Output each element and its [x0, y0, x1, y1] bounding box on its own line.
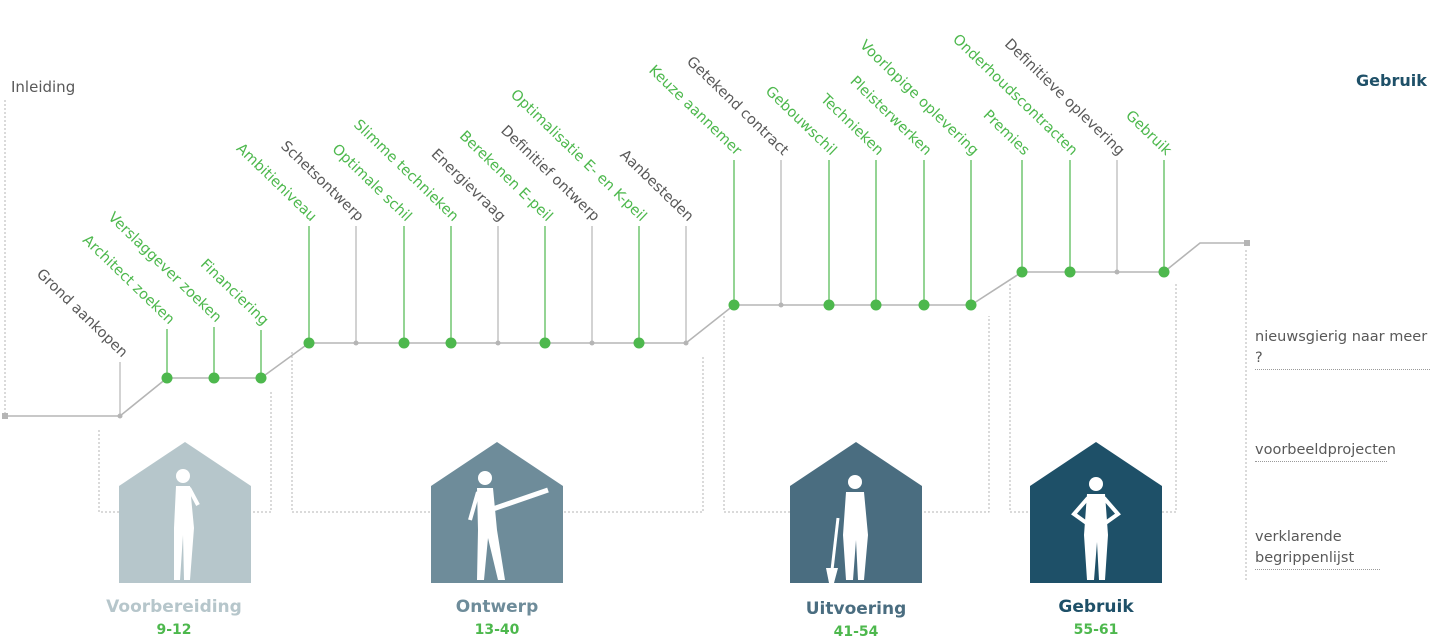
phase-pages-uitvoering: 41-54	[833, 624, 879, 640]
link-begrippenlijst[interactable]: verklarende begrippenlijst	[1255, 527, 1380, 570]
milestone-dot	[683, 340, 689, 346]
milestone-dot	[1064, 266, 1076, 278]
milestone-dot	[208, 372, 220, 384]
phase-houses	[119, 442, 1162, 583]
timeline-end-cap	[1244, 240, 1250, 246]
milestone-dot	[918, 299, 930, 311]
intro-label[interactable]: Inleiding	[11, 78, 76, 96]
milestone-label[interactable]: Pleisterwerken	[847, 73, 935, 159]
phase-pages-ontwerp: 13-40	[474, 622, 520, 638]
phase-name-voorbereiding[interactable]: Voorbereiding	[106, 597, 242, 617]
milestone-label[interactable]: Gebruik	[1122, 108, 1175, 159]
milestone-label[interactable]: Ambitieniveau	[233, 141, 319, 225]
milestone-dot	[1158, 266, 1170, 278]
milestone-dot	[1016, 266, 1028, 278]
milestone-label[interactable]: Grond aankopen	[33, 266, 130, 361]
house-shape-ontwerp	[431, 442, 563, 583]
link-voorbeeldprojecten[interactable]: voorbeeldprojecten	[1255, 440, 1396, 462]
header-right-title: Gebruik	[1356, 71, 1427, 90]
milestone-dot	[495, 340, 501, 346]
milestone-dot	[398, 337, 410, 349]
milestone-dot	[161, 372, 173, 384]
house-gebruik[interactable]	[1030, 442, 1162, 583]
link-nieuwsgierig[interactable]: nieuwsgierig naar meer ?	[1255, 327, 1430, 370]
house-uitvoering[interactable]	[790, 442, 922, 583]
milestone-dot	[633, 337, 645, 349]
phase-pages-voorbereiding: 9-12	[156, 622, 192, 638]
timeline-start-cap	[2, 413, 8, 419]
milestone-label[interactable]: Schetsontwerp	[277, 138, 366, 225]
milestone-dot	[445, 337, 457, 349]
surveyor-person-icon	[468, 471, 549, 580]
milestone-dot	[303, 337, 315, 349]
phase-name-uitvoering[interactable]: Uitvoering	[805, 599, 907, 619]
phase-name-gebruik[interactable]: Gebruik	[1058, 597, 1134, 617]
phase-name-ontwerp[interactable]: Ontwerp	[455, 597, 539, 617]
milestone-dot	[589, 340, 595, 346]
homeowner-hands-on-hips-icon	[1071, 477, 1121, 580]
builder-with-shovel-icon	[826, 475, 868, 583]
thinking-person-icon	[174, 469, 200, 580]
phase-pages-gebruik: 55-61	[1073, 622, 1119, 638]
house-ontwerp[interactable]	[431, 442, 563, 583]
milestone-dot	[539, 337, 551, 349]
timeline-path	[5, 242, 1246, 417]
milestone-dot	[728, 299, 740, 311]
house-voorbereiding[interactable]	[119, 442, 251, 583]
milestone-label[interactable]: Keuze aannemer	[645, 63, 744, 159]
milestone-label[interactable]: Optimale schil	[329, 141, 415, 225]
milestone-dot	[1114, 269, 1120, 275]
bracket-gebruik	[1009, 284, 1177, 513]
milestone-dot	[255, 372, 267, 384]
milestone-dot	[117, 413, 123, 419]
milestone-dot	[823, 299, 835, 311]
milestone-dot	[353, 340, 359, 346]
milestone-dot	[778, 302, 784, 308]
milestone-dot	[870, 299, 882, 311]
milestone-dot	[965, 299, 977, 311]
